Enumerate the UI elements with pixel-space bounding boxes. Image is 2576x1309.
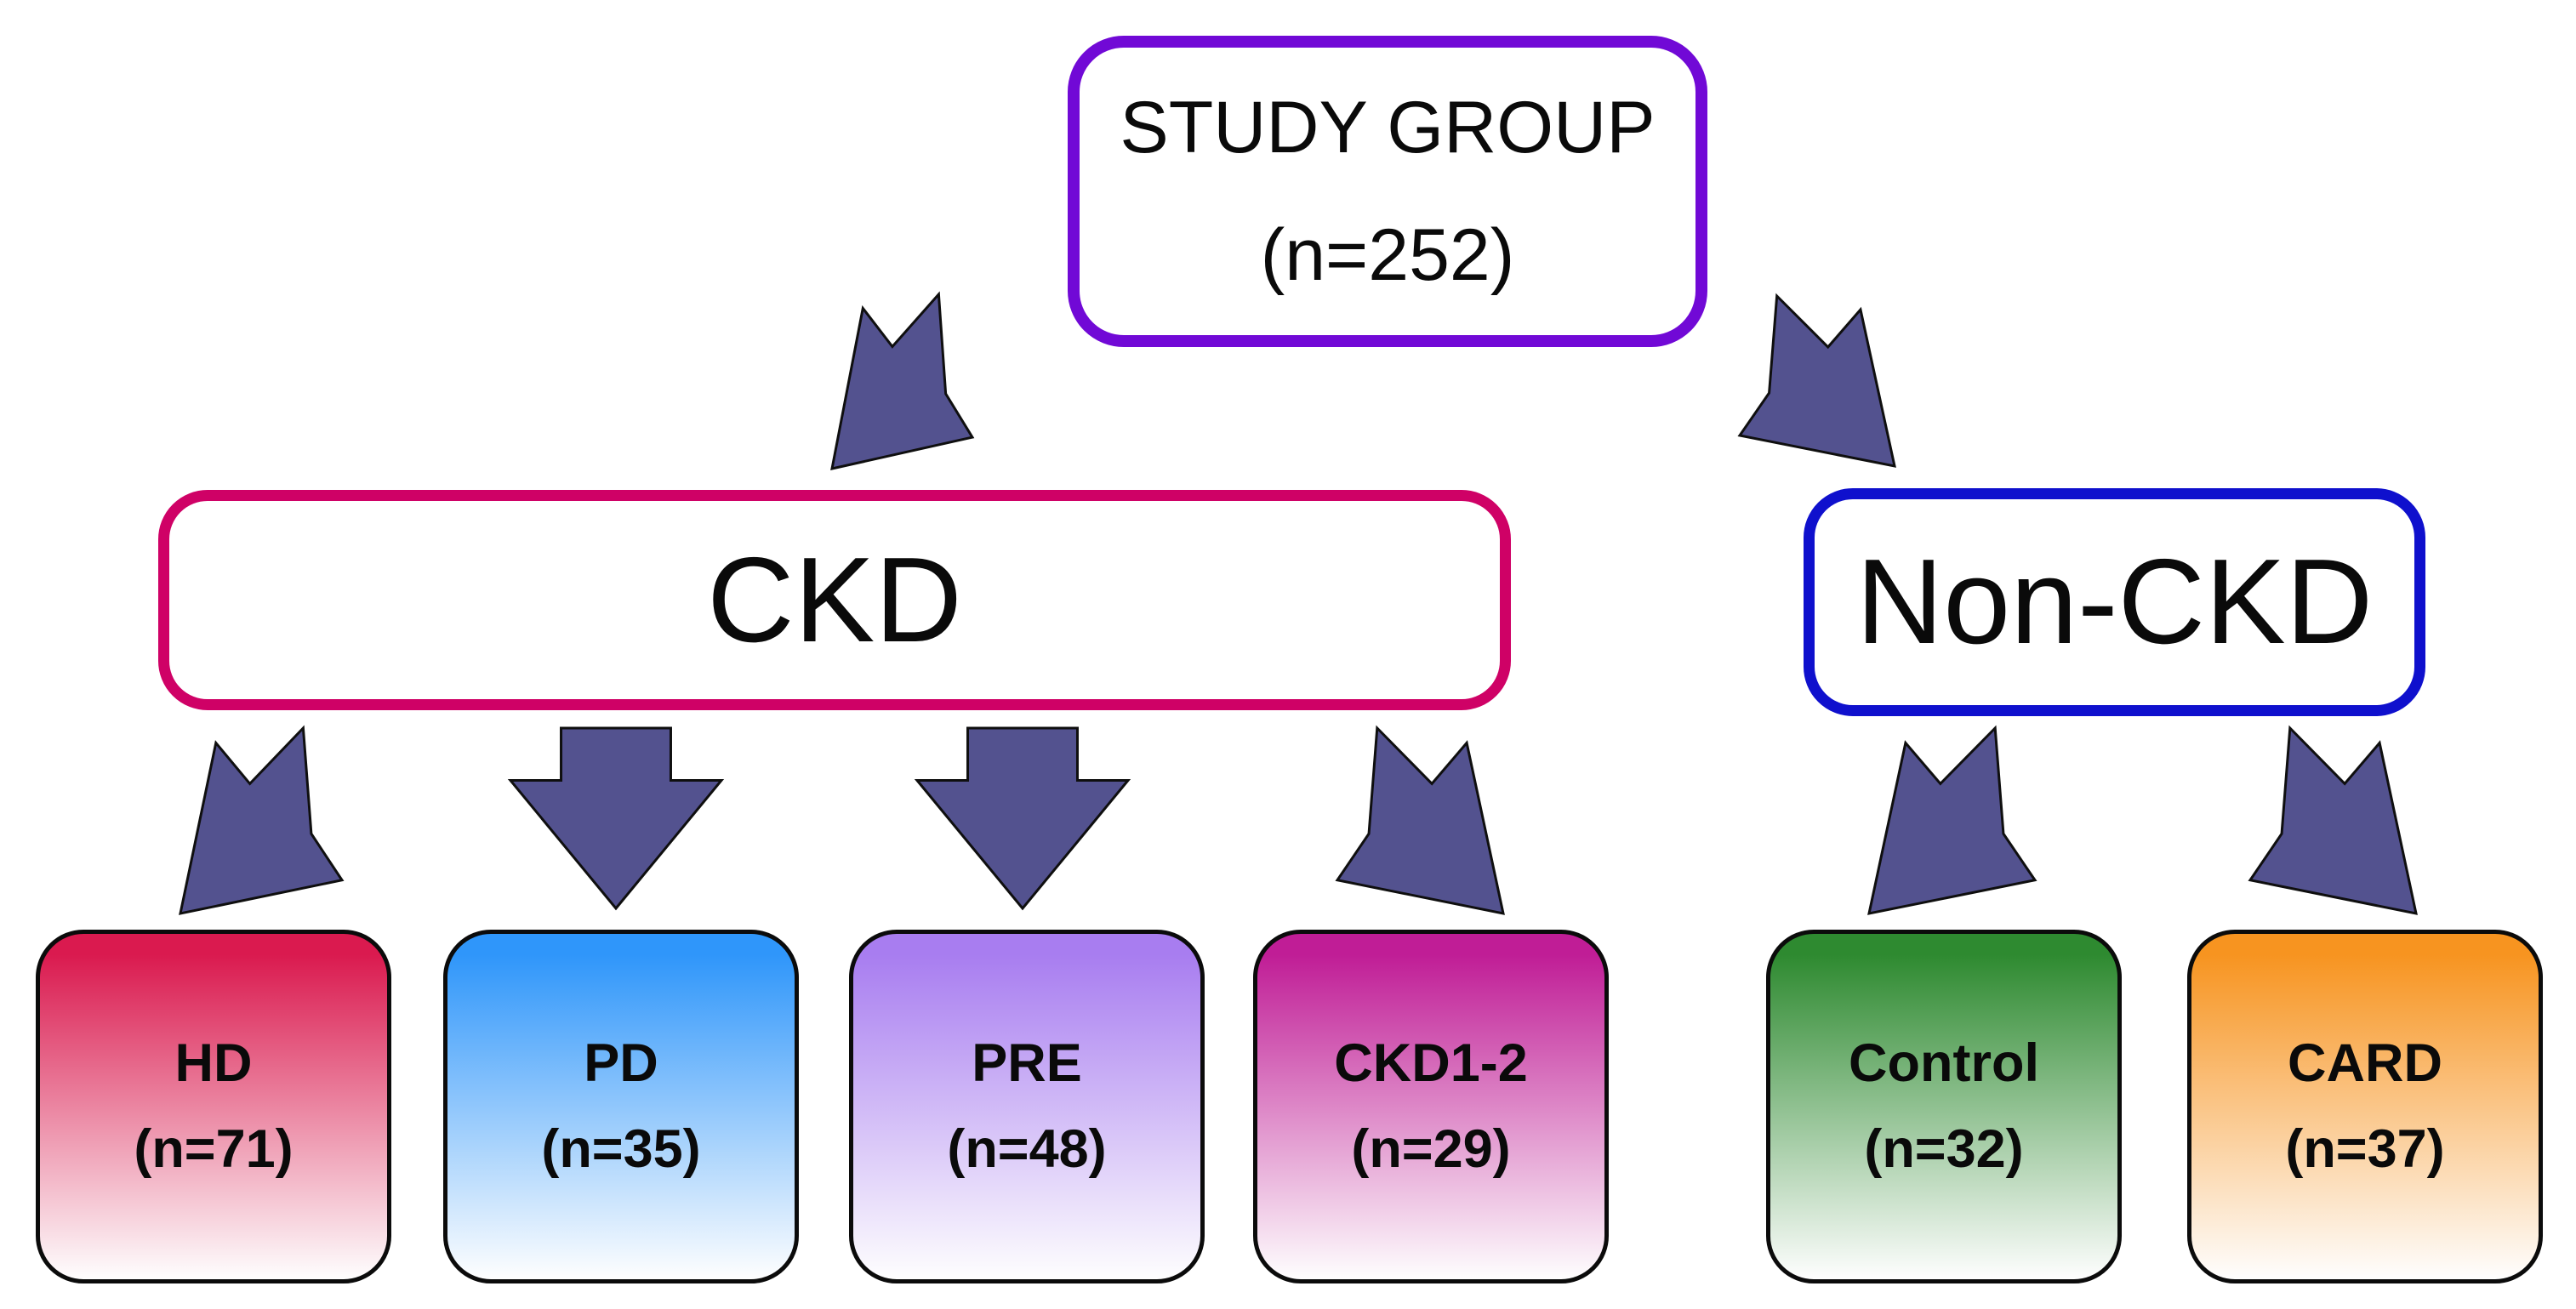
ckd-box: CKD bbox=[158, 490, 1511, 710]
card-label: CARD bbox=[2288, 1033, 2442, 1093]
ckd12-count: (n=29) bbox=[1351, 1119, 1511, 1179]
pd-box: PD (n=35) bbox=[443, 930, 799, 1283]
control-box: Control (n=32) bbox=[1766, 930, 2122, 1283]
arrow-nonckd-to-card-icon bbox=[2250, 728, 2416, 913]
arrow-study-to-ckd-icon bbox=[832, 294, 972, 469]
study-group-count: (n=252) bbox=[1260, 214, 1515, 296]
control-label: Control bbox=[1849, 1033, 2039, 1093]
card-box: CARD (n=37) bbox=[2187, 930, 2543, 1283]
arrow-ckd-to-hd-icon bbox=[180, 728, 342, 913]
arrow-ckd-to-ckd12-icon bbox=[1337, 728, 1503, 913]
nonckd-box: Non-CKD bbox=[1804, 488, 2425, 716]
ckd-label: CKD bbox=[707, 532, 962, 668]
study-group-box: STUDY GROUP (n=252) bbox=[1068, 36, 1707, 347]
pd-label: PD bbox=[584, 1033, 658, 1093]
hd-box: HD (n=71) bbox=[36, 930, 391, 1283]
hd-label: HD bbox=[174, 1033, 253, 1093]
pre-label: PRE bbox=[972, 1033, 1082, 1093]
hd-count: (n=71) bbox=[134, 1119, 294, 1179]
ckd12-label: CKD1-2 bbox=[1334, 1033, 1528, 1093]
arrow-ckd-to-pre-icon bbox=[917, 728, 1128, 908]
arrow-ckd-to-pd-icon bbox=[510, 728, 721, 908]
study-group-label: STUDY GROUP bbox=[1120, 87, 1656, 168]
arrow-nonckd-to-control-icon bbox=[1869, 728, 2035, 913]
pre-box: PRE (n=48) bbox=[849, 930, 1205, 1283]
pre-count: (n=48) bbox=[947, 1119, 1107, 1179]
control-count: (n=32) bbox=[1864, 1119, 2024, 1179]
nonckd-label: Non-CKD bbox=[1855, 534, 2374, 669]
card-count: (n=37) bbox=[2285, 1119, 2445, 1179]
ckd12-box: CKD1-2 (n=29) bbox=[1253, 930, 1609, 1283]
pd-count: (n=35) bbox=[541, 1119, 701, 1179]
arrow-study-to-nonckd-icon bbox=[1740, 296, 1895, 466]
